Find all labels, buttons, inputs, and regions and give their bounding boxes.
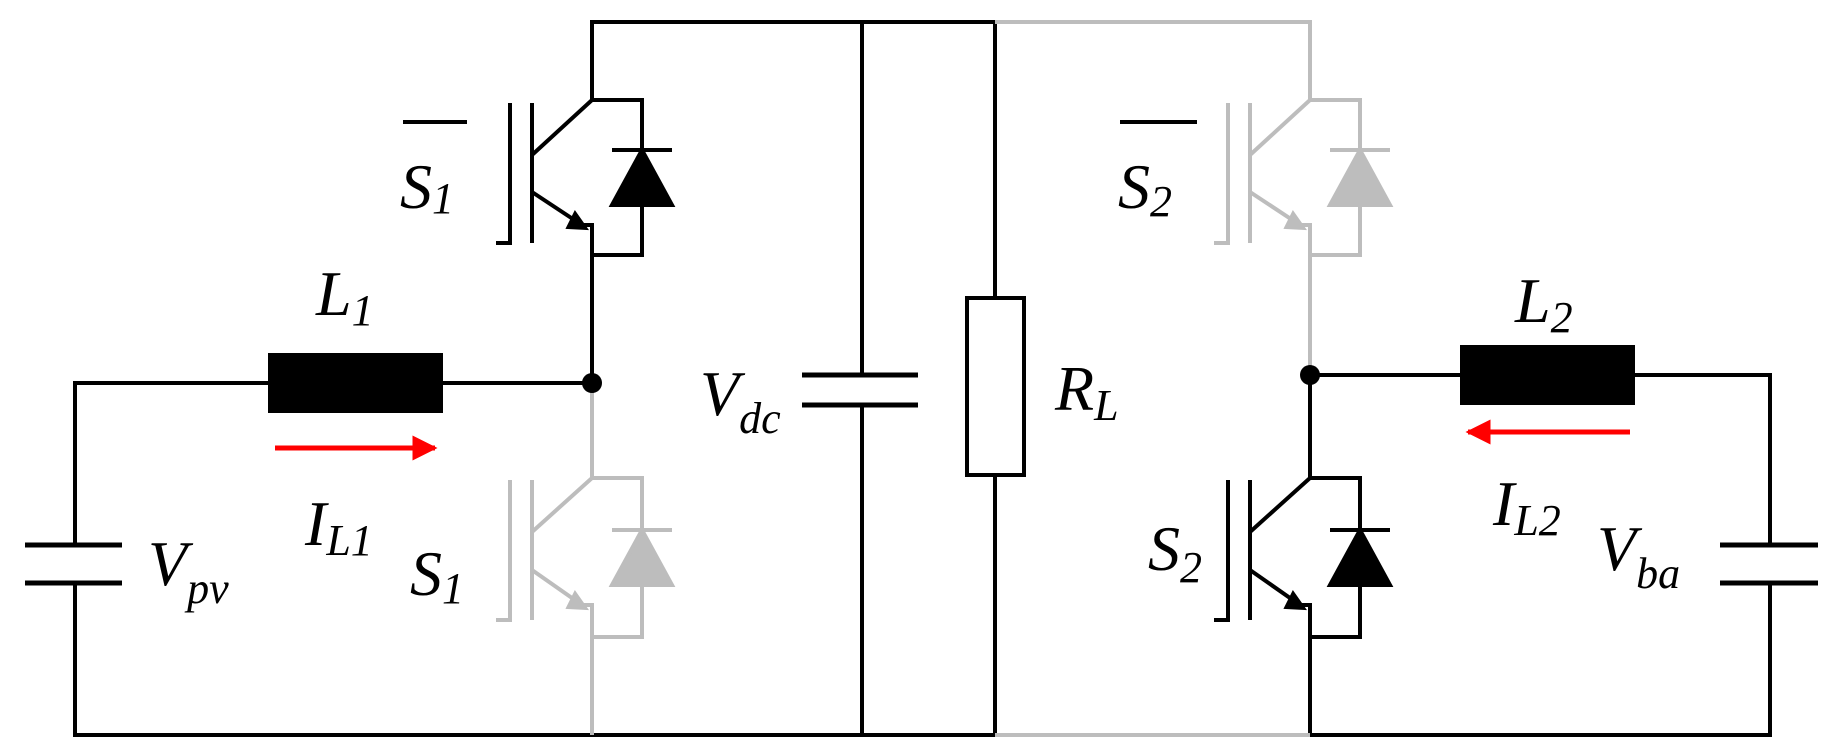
label-vdc: Vdc bbox=[700, 358, 781, 443]
label-s1-bar: S1 bbox=[400, 151, 454, 223]
junction-dot-left bbox=[582, 373, 602, 393]
switch-s2-top bbox=[1214, 98, 1394, 257]
top-rail-right bbox=[995, 20, 1312, 100]
l2-right-wire bbox=[1308, 373, 1772, 737]
inductor-l1 bbox=[268, 353, 443, 413]
resistor-rl bbox=[965, 296, 1026, 477]
active-wires bbox=[73, 20, 1772, 737]
inactive-wires bbox=[590, 20, 1312, 737]
dc-link-capacitor bbox=[802, 372, 918, 408]
junction-dot-right bbox=[1300, 365, 1320, 385]
label-s2-bar: S2 bbox=[1118, 151, 1172, 226]
switch-s2-bottom bbox=[1214, 476, 1394, 639]
inductor-l2 bbox=[1460, 345, 1635, 405]
pv-left-wire bbox=[73, 381, 602, 737]
label-vpv: Vpv bbox=[148, 528, 229, 613]
label-s2: S2 bbox=[1148, 513, 1202, 592]
label-l1: L1 bbox=[315, 258, 374, 335]
switch-s1-bottom bbox=[496, 476, 676, 639]
label-il1: IL1 bbox=[304, 488, 373, 565]
label-s1: S1 bbox=[410, 538, 464, 613]
label-vba: Vba bbox=[1597, 513, 1680, 598]
label-il2: IL2 bbox=[1492, 468, 1561, 545]
pv-capacitor bbox=[25, 542, 122, 586]
battery-capacitor bbox=[1720, 542, 1818, 586]
switch-s1-top bbox=[496, 98, 676, 257]
label-rl: RL bbox=[1054, 353, 1119, 430]
label-l2: L2 bbox=[1514, 265, 1573, 342]
